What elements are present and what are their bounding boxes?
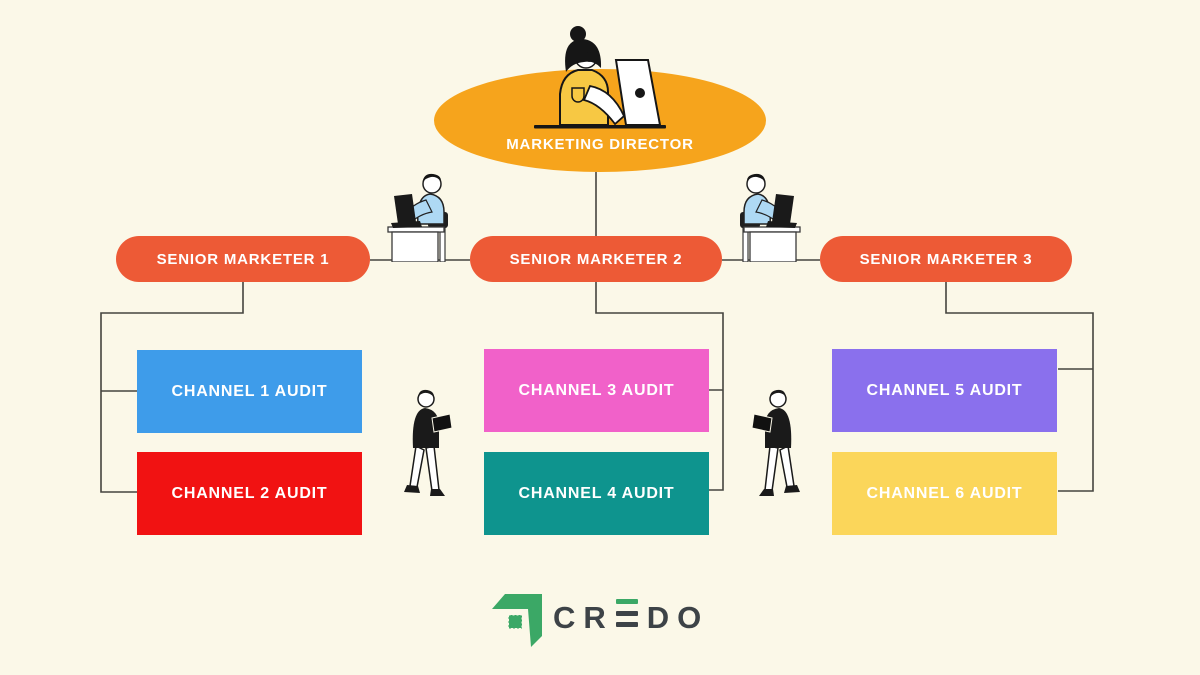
credo-logo-icon-shapes [492, 594, 542, 647]
man-at-desk-illustration-right [740, 173, 801, 262]
node-channel-5-audit: CHANNEL 5 AUDIT [832, 349, 1057, 432]
node-senior-marketer-3: SENIOR MARKETER 3 [820, 236, 1072, 282]
node-channel-2-audit: CHANNEL 2 AUDIT [137, 452, 362, 535]
senior-marketer-3-label: SENIOR MARKETER 3 [859, 250, 1033, 268]
connector-group [100, 172, 1094, 493]
wordmark-cr: CR [553, 600, 614, 635]
wordmark-do: DO [646, 600, 710, 635]
channel-4-audit-label: CHANNEL 4 AUDIT [518, 484, 675, 502]
senior-marketer-1-label: SENIOR MARKETER 1 [156, 250, 330, 268]
man-at-desk-illustration-left [387, 173, 448, 262]
node-channel-4-audit: CHANNEL 4 AUDIT [484, 452, 709, 535]
senior-marketer-2-label: SENIOR MARKETER 2 [509, 250, 683, 268]
man-walking-with-laptop-illustration-right [751, 389, 800, 496]
channel-1-audit-label: CHANNEL 1 AUDIT [171, 382, 328, 400]
node-channel-6-audit: CHANNEL 6 AUDIT [832, 452, 1057, 535]
node-channel-3-audit: CHANNEL 3 AUDIT [484, 349, 709, 432]
channel-5-audit-label: CHANNEL 5 AUDIT [866, 381, 1023, 399]
e-bottom-bar [615, 622, 638, 627]
channel-6-audit-label: CHANNEL 6 AUDIT [866, 484, 1023, 502]
wordmark-stylized-e [615, 599, 638, 627]
credo-wordmark: CR DO [553, 594, 709, 633]
node-senior-marketer-2: SENIOR MARKETER 2 [470, 236, 722, 282]
man-walking-with-laptop-illustration-left [404, 389, 453, 496]
marketing-director-label: MARKETING DIRECTOR [506, 136, 694, 153]
credo-logo-icon [492, 594, 542, 647]
credo-logo: CR DO [492, 594, 709, 648]
channel-3-audit-label: CHANNEL 3 AUDIT [518, 381, 675, 399]
node-channel-1-audit: CHANNEL 1 AUDIT [137, 350, 362, 433]
e-top-bar-green [615, 599, 638, 604]
e-middle-bar [615, 610, 638, 616]
node-marketing-director [434, 69, 766, 172]
node-senior-marketer-1: SENIOR MARKETER 1 [116, 236, 370, 282]
channel-2-audit-label: CHANNEL 2 AUDIT [171, 484, 328, 502]
